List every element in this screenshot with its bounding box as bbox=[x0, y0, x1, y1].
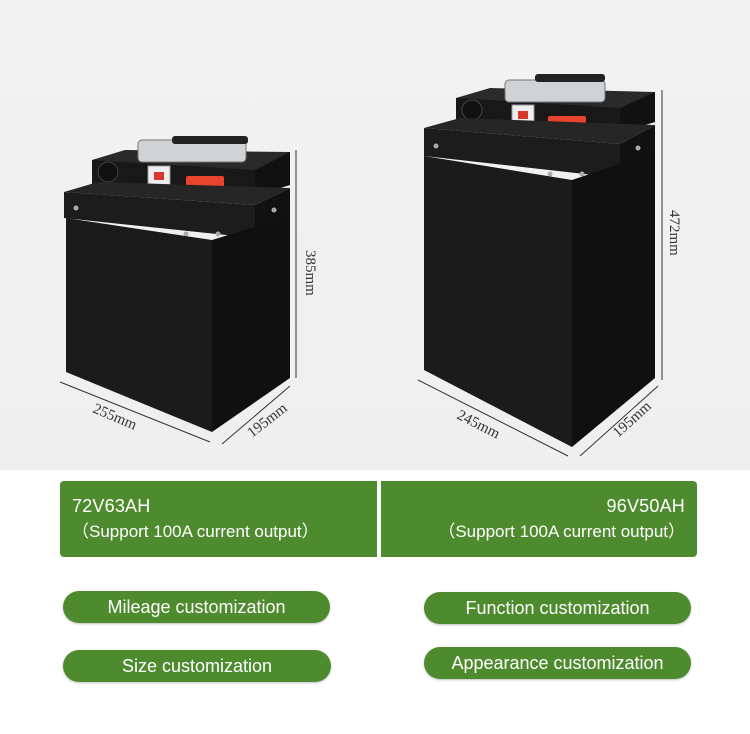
dimension-label: 195mm bbox=[245, 400, 291, 441]
spec-model: 96V50AH bbox=[606, 496, 685, 516]
spec-note: （Support 100A current output） bbox=[72, 522, 319, 541]
dimension-label: 255mm bbox=[90, 401, 139, 434]
dimension-label: 472mm bbox=[666, 210, 682, 256]
battery-96v-image bbox=[417, 74, 663, 457]
feature-pill-mileage: Mileage customization bbox=[63, 591, 330, 623]
spec-note: （Support 100A current output） bbox=[438, 522, 685, 541]
spec-model: 72V63AH bbox=[72, 496, 151, 516]
product-illustration: 255mm 195mm 385mm bbox=[59, 74, 682, 457]
feature-pill-size: Size customization bbox=[63, 650, 331, 682]
battery-72v-image bbox=[59, 136, 297, 445]
spec-banner: 72V63AH （Support 100A current output） 96… bbox=[60, 481, 697, 557]
feature-pill-appearance: Appearance customization bbox=[424, 647, 691, 679]
dimension-label: 245mm bbox=[454, 407, 502, 442]
spec-card-96v: 96V50AH （Support 100A current output） bbox=[380, 481, 697, 557]
spec-card-72v: 72V63AH （Support 100A current output） bbox=[60, 481, 377, 557]
dimension-label: 385mm bbox=[302, 250, 318, 296]
feature-pill-function: Function customization bbox=[424, 592, 691, 624]
